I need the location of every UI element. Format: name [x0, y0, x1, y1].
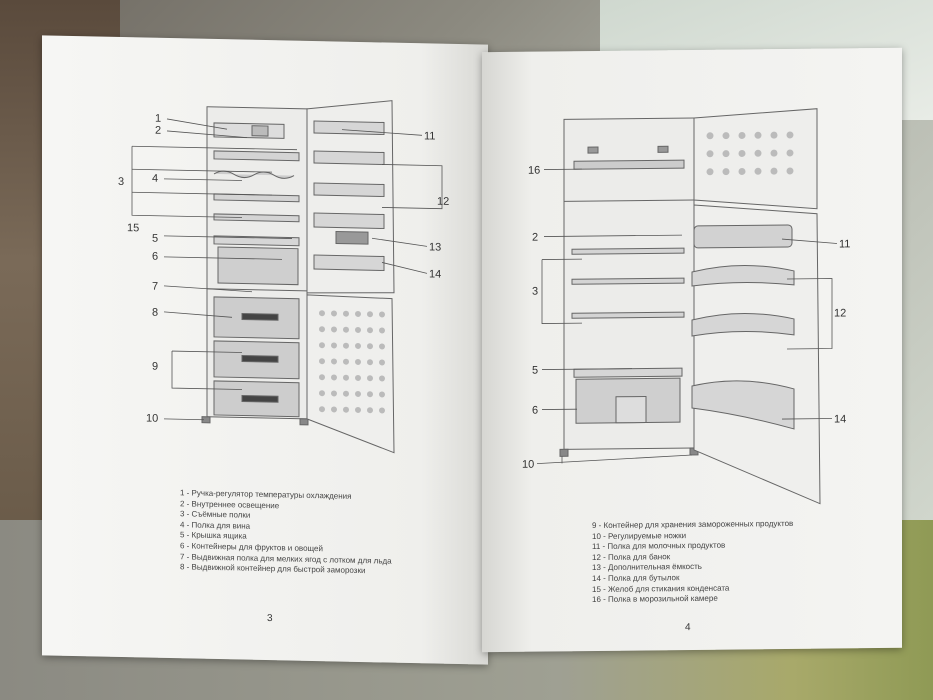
fridge-diagram-combi: 1 2 3 4 5 6 7 8 9 10 11 12 13 14 15 [118, 100, 449, 454]
callout-16: 16 [528, 165, 540, 177]
callout-10: 10 [522, 459, 534, 471]
callout-5: 5 [532, 365, 538, 377]
page-number: 3 [267, 613, 273, 625]
callout-6: 6 [152, 251, 158, 263]
callout-14: 14 [834, 413, 846, 425]
legend-left: 1 - Ручка-регулятор температуры охлажден… [180, 488, 392, 577]
callout-9: 9 [152, 361, 158, 373]
callout-5: 5 [152, 233, 158, 245]
callout-3: 3 [532, 286, 538, 298]
callout-4: 4 [152, 173, 158, 185]
page-number: 4 [685, 622, 691, 634]
callout-11: 11 [424, 130, 435, 142]
callout-15: 15 [127, 222, 139, 234]
manual-page-left: 1 2 3 4 5 6 7 8 9 10 11 12 13 14 15 1 - … [42, 35, 488, 665]
callout-13: 13 [429, 241, 441, 253]
callout-2: 2 [532, 232, 538, 244]
legend-right: 9 - Контейнер для хранения замороженных … [592, 519, 793, 606]
callout-3: 3 [118, 176, 124, 188]
callout-14: 14 [429, 268, 441, 280]
manual-page-right: 16 2 11 3 12 5 6 14 10 9 - Контейнер для… [482, 47, 902, 653]
callout-6: 6 [532, 405, 538, 417]
callout-11: 11 [839, 238, 850, 250]
callout-7: 7 [152, 281, 158, 293]
callout-8: 8 [152, 307, 158, 319]
callout-12: 12 [437, 196, 449, 208]
callout-10: 10 [146, 413, 158, 425]
callout-1: 1 [155, 113, 161, 125]
callout-2: 2 [155, 125, 161, 137]
fridge-diagram-top-freezer: 16 2 11 3 12 5 6 14 10 [522, 108, 850, 505]
legend-item: 16 - Полка в морозильной камере [592, 593, 718, 605]
callout-12: 12 [834, 307, 846, 319]
